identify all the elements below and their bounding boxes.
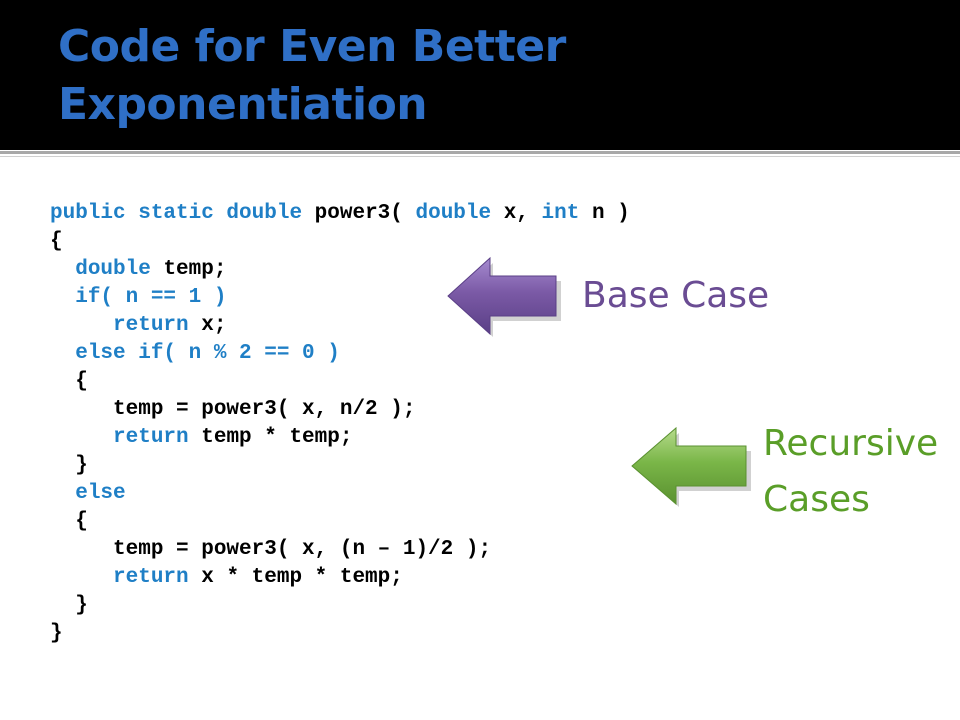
code-token [50, 426, 113, 449]
code-token: temp = power3( x, (n – 1)/2 ); [50, 538, 492, 561]
title-divider [0, 151, 960, 154]
code-keyword: else [75, 482, 126, 505]
code-token [50, 286, 75, 309]
code-line: else if( n % 2 == 0 ) [50, 340, 630, 368]
code-keyword: if( n == 1 ) [75, 286, 227, 309]
code-token [50, 482, 75, 505]
code-keyword: else if( n % 2 == 0 ) [75, 342, 340, 365]
code-token: x, [503, 202, 542, 225]
code-token: temp; [163, 258, 227, 281]
code-keyword: int [541, 202, 592, 225]
code-keyword: public static double [50, 202, 315, 225]
code-keyword: return [113, 314, 202, 337]
slide-title: Code for Even Better Exponentiation [58, 18, 566, 134]
code-line: { [50, 228, 630, 256]
code-line: return temp * temp; [50, 424, 630, 452]
code-token: { [50, 510, 88, 533]
code-token: } [50, 454, 88, 477]
code-line: double temp; [50, 256, 630, 284]
code-line: temp = power3( x, (n – 1)/2 ); [50, 536, 630, 564]
title-divider-thin [0, 156, 960, 157]
code-line: if( n == 1 ) [50, 284, 630, 312]
base-case-arrow-icon [447, 256, 561, 337]
slide-title-line-2: Exponentiation [58, 79, 428, 130]
code-token [50, 258, 75, 281]
code-token: { [50, 230, 63, 253]
code-token [50, 566, 113, 589]
code-token [50, 314, 113, 337]
code-keyword: return [113, 426, 202, 449]
code-keyword: return [113, 566, 202, 589]
code-line: return x; [50, 312, 630, 340]
code-line: return x * temp * temp; [50, 564, 630, 592]
recursive-cases-label: Recursive Cases [763, 416, 938, 528]
code-line: else [50, 480, 630, 508]
code-line: } [50, 452, 630, 480]
recursive-label-line-2: Cases [763, 479, 870, 520]
code-token: } [50, 622, 63, 645]
code-token [50, 342, 75, 365]
code-block: public static double power3( double x, i… [50, 200, 630, 648]
code-keyword: double [415, 202, 504, 225]
recursive-label-line-1: Recursive [763, 423, 939, 464]
code-token: temp * temp; [201, 426, 353, 449]
code-keyword: double [75, 258, 164, 281]
code-line: { [50, 508, 630, 536]
recursive-cases-arrow-icon [631, 426, 751, 507]
code-token: n ) [591, 202, 630, 225]
code-token: x * temp * temp; [201, 566, 403, 589]
title-bar: Code for Even Better Exponentiation [0, 0, 960, 150]
code-token: } [50, 594, 88, 617]
code-line: temp = power3( x, n/2 ); [50, 396, 630, 424]
code-line: } [50, 620, 630, 648]
code-token: temp = power3( x, n/2 ); [50, 398, 416, 421]
slide-title-line-1: Code for Even Better [58, 21, 566, 72]
code-line: public static double power3( double x, i… [50, 200, 630, 228]
base-case-label: Base Case [582, 275, 770, 316]
code-token: { [50, 370, 88, 393]
code-line: } [50, 592, 630, 620]
code-token: power3( [314, 202, 416, 225]
code-token: x; [201, 314, 227, 337]
code-line: { [50, 368, 630, 396]
